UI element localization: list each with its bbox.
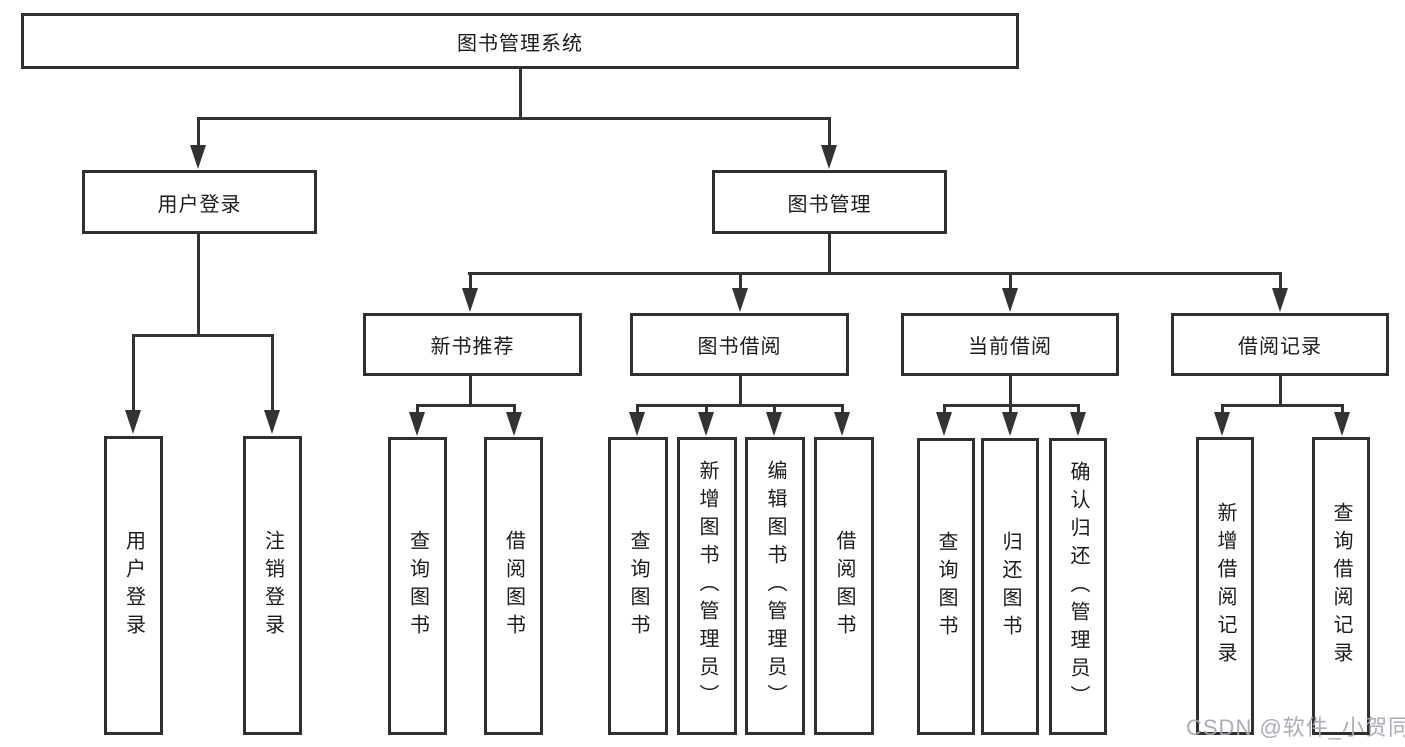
leaf-borrowing-borrow-books: 借阅图书	[814, 437, 874, 735]
edge-stem	[841, 404, 844, 414]
node-book-management: 图书管理	[712, 170, 947, 234]
watermark: CSDN @软件_小贺同学	[1186, 715, 1405, 740]
arrow-down-icon	[629, 412, 645, 436]
arrow-down-icon	[936, 412, 952, 436]
edge-stem	[197, 234, 200, 337]
edge-stem	[197, 117, 200, 146]
arrow-down-icon	[732, 288, 748, 312]
leaf-borrowing-edit-books-admin: 编辑图书（管理员）	[745, 437, 805, 735]
edge-stem	[828, 234, 831, 275]
arrow-down-icon	[821, 145, 837, 169]
node-book-borrowing-label: 图书借阅	[697, 336, 782, 358]
node-borrowing-records-label: 借阅记录	[1238, 336, 1322, 358]
leaf-logout: 注销登录	[243, 436, 302, 735]
arrow-down-icon	[1070, 412, 1086, 436]
arrow-down-icon	[1334, 412, 1350, 436]
edge-stem	[132, 334, 135, 412]
leaf-user-login-label: 用户登录	[122, 529, 145, 642]
edge-stem	[469, 272, 472, 290]
leaf-records-query-record: 查询借阅记录	[1312, 437, 1370, 735]
edge-level1-bar	[197, 117, 831, 120]
edge-stem	[773, 404, 776, 414]
edge-bar	[132, 334, 274, 337]
leaf-newbooks-borrow-books: 借阅图书	[484, 437, 543, 735]
edge-stem	[1009, 376, 1012, 407]
edge-stem	[943, 404, 946, 414]
leaf-borrowing-add-books-admin: 新增图书（管理员）	[677, 437, 737, 735]
arrow-down-icon	[125, 410, 141, 434]
node-root-label: 图书管理系统	[457, 32, 583, 55]
edge-stem	[469, 376, 472, 407]
node-root: 图书管理系统	[21, 13, 1019, 69]
arrow-down-icon	[190, 145, 206, 169]
leaf-newbooks-query-books: 查询图书	[388, 437, 447, 735]
arrow-down-icon	[462, 288, 478, 312]
leaf-current-confirm-return-admin-label: 确认归还（管理员）	[1067, 460, 1089, 713]
edge-stem	[1341, 404, 1344, 414]
leaf-newbooks-borrow-books-label: 借阅图书	[502, 530, 525, 642]
edge-stem	[416, 404, 419, 414]
arrow-down-icon	[1272, 288, 1288, 312]
leaf-current-confirm-return-admin: 确认归还（管理员）	[1049, 438, 1107, 735]
edge-stem	[828, 117, 831, 146]
node-new-book-recommend: 新书推荐	[363, 313, 582, 376]
arrow-down-icon	[698, 412, 714, 436]
edge-stem	[1279, 272, 1282, 290]
arrow-down-icon	[1214, 412, 1230, 436]
leaf-records-add-record-label: 新增借阅记录	[1214, 502, 1236, 670]
leaf-logout-label: 注销登录	[261, 529, 284, 642]
arrow-down-icon	[1002, 412, 1018, 436]
arrow-down-icon	[506, 412, 522, 436]
edge-bar	[1221, 404, 1344, 407]
leaf-current-query-books-label: 查询图书	[935, 530, 957, 643]
leaf-current-return-books: 归还图书	[981, 438, 1039, 735]
leaf-records-add-record: 新增借阅记录	[1196, 437, 1254, 735]
leaf-borrowing-query-books: 查询图书	[608, 437, 668, 735]
node-book-borrowing: 图书借阅	[630, 313, 849, 376]
leaf-newbooks-query-books-label: 查询图书	[406, 530, 429, 642]
edge-stem	[1279, 376, 1282, 407]
node-current-borrowing-label: 当前借阅	[968, 336, 1052, 358]
leaf-user-login: 用户登录	[104, 436, 163, 735]
arrow-down-icon	[409, 412, 425, 436]
edge-stem	[1009, 272, 1012, 290]
edge-stem	[271, 334, 274, 412]
edge-stem	[636, 404, 639, 414]
edge-stem	[739, 376, 742, 407]
leaf-borrowing-edit-books-admin-label: 编辑图书（管理员）	[764, 460, 786, 712]
edge-level2-bar	[468, 272, 1282, 275]
edge-bar	[416, 404, 516, 407]
node-new-book-recommend-label: 新书推荐	[430, 336, 515, 358]
arrow-down-icon	[834, 412, 850, 436]
node-user-login: 用户登录	[82, 170, 317, 234]
leaf-borrowing-query-books-label: 查询图书	[627, 530, 649, 642]
leaf-records-query-record-label: 查询借阅记录	[1330, 502, 1352, 670]
edge-stem	[1221, 404, 1224, 414]
arrow-down-icon	[766, 412, 782, 436]
node-current-borrowing: 当前借阅	[901, 313, 1119, 376]
leaf-borrowing-borrow-books-label: 借阅图书	[833, 530, 855, 642]
edge-bar	[636, 404, 844, 407]
arrow-down-icon	[264, 410, 280, 434]
edge-stem	[705, 404, 708, 414]
edge-root-stem	[519, 69, 522, 119]
node-user-login-label: 用户登录	[157, 193, 242, 216]
edge-stem	[739, 272, 742, 290]
edge-stem	[1009, 404, 1012, 414]
arrow-down-icon	[1002, 288, 1018, 312]
leaf-borrowing-add-books-admin-label: 新增图书（管理员）	[696, 460, 718, 712]
node-borrowing-records: 借阅记录	[1171, 313, 1389, 376]
leaf-current-return-books-label: 归还图书	[999, 530, 1021, 643]
node-book-management-label: 图书管理	[787, 193, 872, 216]
leaf-current-query-books: 查询图书	[917, 438, 975, 735]
edge-stem	[1077, 404, 1080, 414]
edge-stem	[513, 404, 516, 414]
